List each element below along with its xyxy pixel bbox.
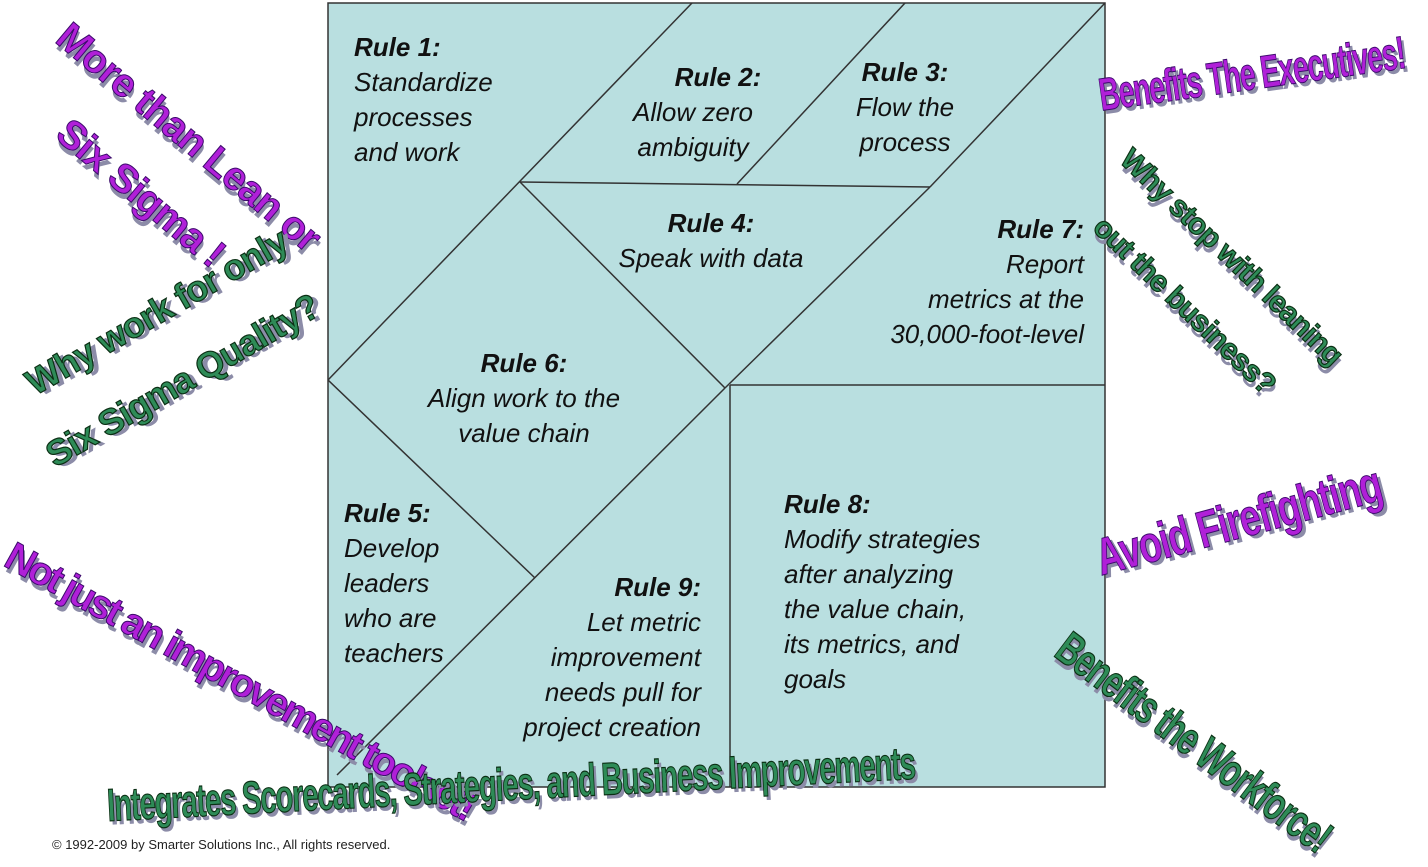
rule-9-title: Rule 9: (614, 572, 701, 602)
rule-5-title: Rule 5: (344, 498, 431, 528)
rule-2-text: Allow zero ambiguity (633, 97, 753, 162)
divider-line (724, 186, 931, 389)
rule-2-title: Rule 2: (674, 62, 762, 92)
divider-line (929, 2, 1106, 188)
rule-1: Rule 1: Standardize processes and work (354, 30, 493, 170)
tangram-divider-lines (327, 2, 1106, 787)
rule-6-title: Rule 6: (480, 348, 568, 378)
copyright-notice: © 1992-2009 by Smarter Solutions Inc., A… (52, 837, 391, 852)
rule-3-title: Rule 3: (861, 57, 949, 87)
rule-3-text: Flow the process (855, 92, 955, 157)
rule-8: Rule 8: Modify strategies after analyzin… (784, 487, 981, 697)
rule-5: Rule 5: Develop leaders who are teachers (344, 496, 444, 671)
rule-1-title: Rule 1: (354, 32, 441, 62)
rule-4-title: Rule 4: (667, 208, 755, 238)
rule-7-title: Rule 7: (997, 214, 1084, 244)
rule-5-text: Develop leaders who are teachers (344, 533, 444, 668)
tangram-square (327, 2, 1106, 788)
rule-3: Rule 3: Flow the process (830, 55, 980, 160)
rule-7-text: Report metrics at the 30,000-foot-level (890, 249, 1084, 349)
divider-line (519, 181, 931, 188)
rule-1-text: Standardize processes and work (354, 67, 493, 167)
divider-line (736, 2, 906, 185)
rule-6: Rule 6: Align work to the value chain (406, 346, 642, 451)
rule-9: Rule 9: Let metric improvement needs pul… (480, 570, 701, 745)
rule-6-text: Align work to the value chain (427, 383, 621, 448)
rule-4-text: Speak with data (618, 243, 804, 273)
rule-4: Rule 4: Speak with data (600, 206, 822, 276)
divider-line (336, 387, 726, 776)
rule-2: Rule 2: Allow zero ambiguity (612, 60, 774, 165)
rule-8-text: Modify strategies after analyzing the va… (784, 524, 981, 694)
rule-7: Rule 7: Report metrics at the 30,000-foo… (854, 212, 1084, 352)
divider-line (327, 379, 536, 579)
divider-line (519, 181, 726, 389)
rule-8-title: Rule 8: (784, 489, 871, 519)
divider-line (327, 2, 693, 381)
rule-9-text: Let metric improvement needs pull for pr… (523, 607, 701, 742)
